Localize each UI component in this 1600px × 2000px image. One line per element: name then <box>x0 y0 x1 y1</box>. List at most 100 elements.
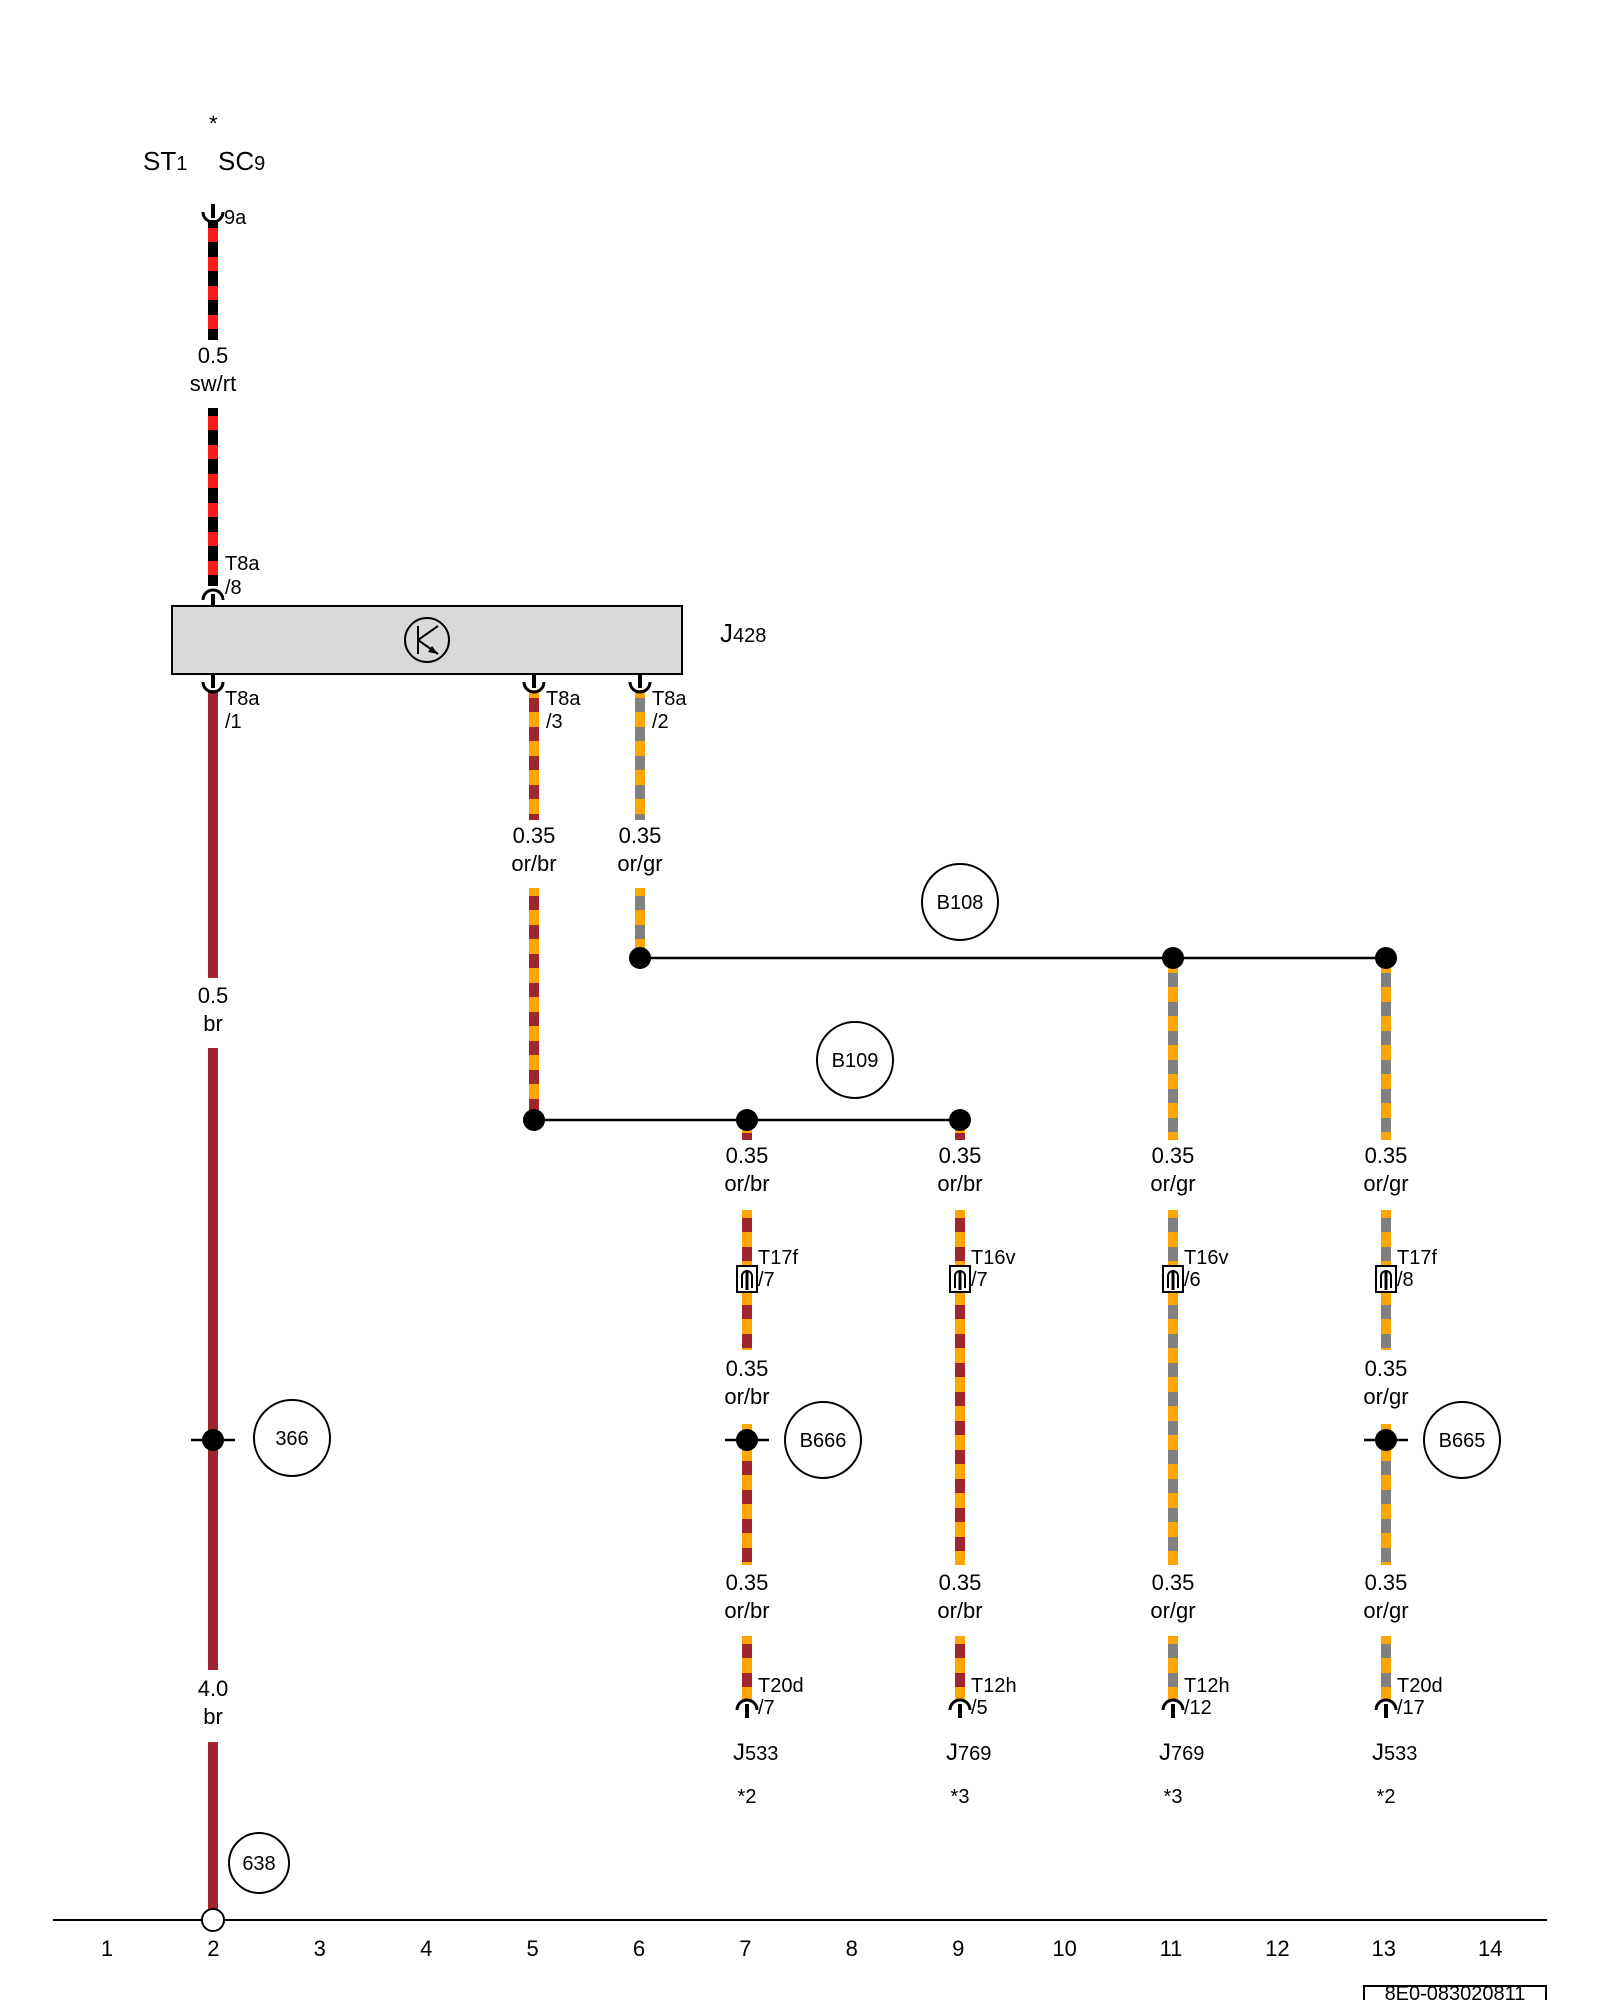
svg-text:0.35: 0.35 <box>1152 1143 1195 1168</box>
scale-number-13: 13 <box>1372 1936 1396 1961</box>
junction-b109-mid <box>736 1109 758 1131</box>
connector-c11-bot-icon <box>1161 1698 1185 1718</box>
pin-label-c7-bot: T20d /7 <box>758 1675 804 1719</box>
svg-text:/17: /17 <box>1397 1697 1425 1719</box>
wire-label-top: 0.5 sw/rt <box>190 343 236 396</box>
component-label-j533-b: J533 *2 <box>1372 1739 1417 1808</box>
connector-t8a-1-icon-arc <box>201 681 225 694</box>
scale-number-9: 9 <box>952 1936 964 1961</box>
scale-number-5: 5 <box>526 1936 538 1961</box>
svg-text:0.35: 0.35 <box>726 1570 769 1595</box>
svg-text:T8a: T8a <box>225 553 260 575</box>
svg-text:or/gr: or/gr <box>1150 1598 1195 1623</box>
component-label-j769-a: J769 *3 <box>946 1739 991 1808</box>
ref-circle-b666: B666 <box>784 1401 862 1479</box>
connector-c9-mid-icon <box>949 1265 971 1293</box>
svg-text:T20d: T20d <box>758 1675 804 1697</box>
pin-label-t8a-2: T8a /2 <box>652 688 687 733</box>
connector-c7-mid-icon-arc <box>741 1270 753 1288</box>
svg-text:0.5: 0.5 <box>198 983 229 1008</box>
svg-text:/8: /8 <box>225 577 242 599</box>
connector-c7-bot-icon <box>735 1698 759 1718</box>
svg-text:J533: J533 <box>733 1739 778 1766</box>
connector-t8a-8-icon-arc <box>201 588 225 601</box>
svg-text:0.35: 0.35 <box>513 823 556 848</box>
svg-text:0.35: 0.35 <box>1365 1143 1408 1168</box>
svg-text:br: br <box>203 1011 223 1036</box>
pin-9a-label: 9a <box>224 207 247 229</box>
connector-t8a-2-icon-arc <box>628 681 652 694</box>
svg-text:638: 638 <box>242 1853 275 1875</box>
wire-label-col5: 0.35 or/br <box>511 823 556 876</box>
svg-text:J533: J533 <box>1372 1739 1417 1766</box>
pin-label-c13-mid: T17f /8 <box>1397 1247 1437 1291</box>
ref-circle-b665: B665 <box>1423 1401 1501 1479</box>
pin-label-c9-mid: T16v /7 <box>971 1247 1015 1291</box>
connector-9a-icon-arc <box>201 211 225 224</box>
svg-text:/6: /6 <box>1184 1269 1201 1291</box>
svg-text:/7: /7 <box>758 1269 775 1291</box>
connector-t8a-3-icon <box>522 674 546 694</box>
junction-b109-right <box>949 1109 971 1131</box>
svg-text:B666: B666 <box>800 1430 847 1452</box>
scale-number-4: 4 <box>420 1936 432 1961</box>
svg-text:or/gr: or/gr <box>1150 1171 1195 1196</box>
svg-text:br: br <box>203 1704 223 1729</box>
splice-366-dot <box>202 1429 224 1451</box>
footnote-star: * <box>209 111 218 136</box>
svg-text:or/gr: or/gr <box>1363 1598 1408 1623</box>
svg-text:T12h: T12h <box>971 1675 1017 1697</box>
connector-t8a-3-icon-arc <box>522 681 546 694</box>
pin-label-c7-mid: T17f /7 <box>758 1247 798 1291</box>
wire-label-c11-c: 0.35 or/gr <box>1150 1570 1195 1623</box>
svg-text:or/gr: or/gr <box>1363 1171 1408 1196</box>
scale-number-10: 10 <box>1052 1936 1076 1961</box>
transistor-symbol-icon <box>404 617 450 663</box>
svg-text:or/br: or/br <box>937 1598 982 1623</box>
wire-label-c9-a: 0.35 or/br <box>937 1143 982 1196</box>
scale-number-6: 6 <box>633 1936 645 1961</box>
component-j428-label: J428 <box>720 618 766 648</box>
svg-text:/3: /3 <box>546 711 563 733</box>
svg-text:0.35: 0.35 <box>619 823 662 848</box>
svg-text:T8a: T8a <box>546 688 581 710</box>
connector-c13-bot-icon <box>1374 1698 1398 1718</box>
svg-text:0.35: 0.35 <box>1365 1570 1408 1595</box>
svg-text:*3: *3 <box>951 1786 970 1808</box>
component-label-j533-a: J533 *2 <box>733 1739 778 1808</box>
junction-b109-left <box>523 1109 545 1131</box>
wire-label-c7-a: 0.35 or/br <box>724 1143 769 1196</box>
svg-text:T12h: T12h <box>1184 1675 1230 1697</box>
junction-b108-left <box>629 947 651 969</box>
svg-text:0.35: 0.35 <box>939 1570 982 1595</box>
svg-text:B108: B108 <box>937 892 984 914</box>
connector-c9-bot-icon-arc <box>948 1698 972 1711</box>
scale-number-14: 14 <box>1478 1936 1502 1961</box>
fuse-st-label: ST1 <box>143 146 187 176</box>
ref-circle-b108: B108 <box>921 863 999 941</box>
pin-label-t8a-3: T8a /3 <box>546 688 581 733</box>
connector-c11-mid-icon-arc <box>1167 1270 1179 1288</box>
svg-text:/2: /2 <box>652 711 669 733</box>
wire-label-c9-c: 0.35 or/br <box>937 1570 982 1623</box>
pin-label-c11-bot: T12h /12 <box>1184 1675 1230 1719</box>
pin-label-c9-bot: T12h /5 <box>971 1675 1017 1719</box>
svg-text:B109: B109 <box>832 1050 879 1072</box>
svg-text:or/br: or/br <box>724 1598 769 1623</box>
component-label-j769-b: J769 *3 <box>1159 1739 1204 1808</box>
svg-text:/1: /1 <box>225 711 242 733</box>
wire-label-c7-b: 0.35 or/br <box>724 1356 769 1409</box>
wire-label-c13-c: 0.35 or/gr <box>1363 1570 1408 1623</box>
pin-label-t8a-1: T8a /1 <box>225 688 260 733</box>
pin-label-t8a-8: T8a /8 <box>225 553 260 599</box>
connector-9a-icon <box>201 204 225 224</box>
svg-text:0.35: 0.35 <box>939 1143 982 1168</box>
wire-label-c13-b: 0.35 or/gr <box>1363 1356 1408 1409</box>
connector-c9-mid-icon-arc <box>954 1270 966 1288</box>
svg-text:*2: *2 <box>738 1786 757 1808</box>
wire-label-c11-a: 0.35 or/gr <box>1150 1143 1195 1196</box>
connector-symbols <box>201 204 1398 1718</box>
svg-text:J769: J769 <box>1159 1739 1204 1766</box>
svg-text:366: 366 <box>275 1428 308 1450</box>
